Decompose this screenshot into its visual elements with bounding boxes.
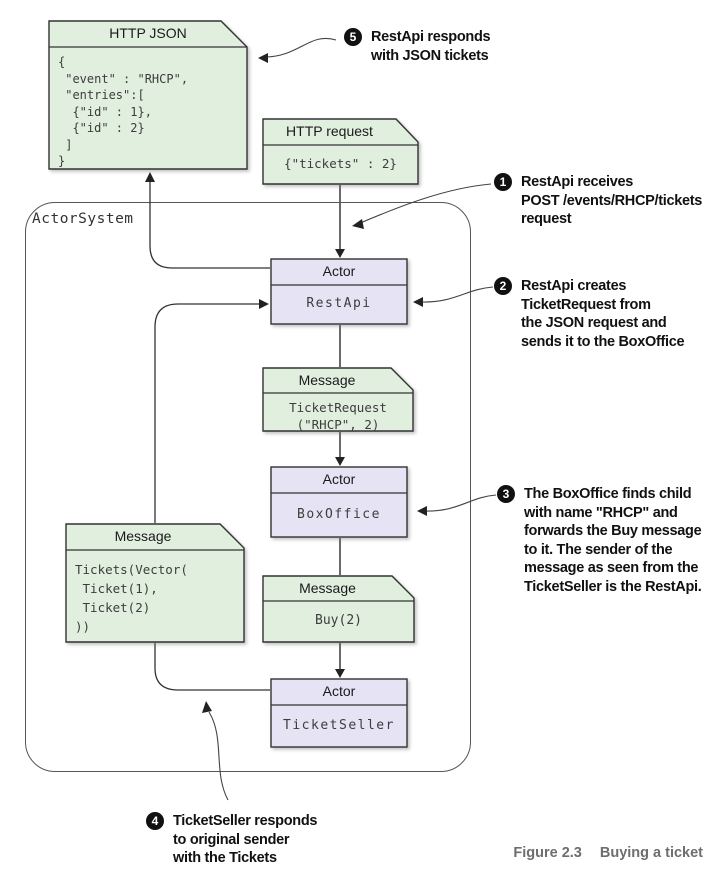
- ticketrequest-message-title: Message: [298, 372, 356, 388]
- actor-system-label: ActorSystem: [32, 211, 134, 227]
- restapi-actor-box: Actor RestApi: [270, 258, 408, 325]
- actor-shape: [270, 678, 408, 748]
- actor-shape: [270, 258, 408, 325]
- boxoffice-actor-box: Actor BoxOffice: [270, 466, 408, 538]
- annotation-4-text: TicketSeller responds to original sender…: [173, 813, 318, 866]
- annotation-1-text: RestApi receives POST /events/RHCP/ticke…: [521, 174, 703, 227]
- tickets-message-title: Message: [114, 528, 172, 544]
- arrowhead-into-httpjson: [145, 172, 155, 182]
- http-json-title: HTTP JSON: [109, 25, 187, 41]
- boxoffice-actor-name: BoxOffice: [297, 507, 381, 522]
- restapi-actor-name: RestApi: [306, 296, 372, 311]
- buy-message-body: Buy(2): [315, 613, 362, 628]
- annotation-2-text: RestApi creates TicketRequest from the J…: [521, 278, 685, 350]
- figure-caption-text: Buying a ticket: [599, 845, 703, 861]
- ticketseller-actor-name: TicketSeller: [283, 718, 395, 733]
- http-json-document: HTTP JSON { "event" : "RHCP", "entries":…: [48, 20, 248, 170]
- document-shape: [48, 20, 248, 170]
- annotation-1-number: 1: [494, 173, 512, 191]
- http-request-title: HTTP request: [286, 123, 373, 139]
- http-request-document: HTTP request {"tickets" : 2}: [262, 118, 419, 185]
- http-request-body: {"tickets" : 2}: [284, 156, 397, 171]
- boxoffice-actor-title: Actor: [322, 471, 356, 487]
- ticketrequest-message-box: Message TicketRequest ("RHCP", 2): [262, 367, 414, 432]
- ticketseller-actor-box: Actor TicketSeller: [270, 678, 408, 748]
- annotation-4-number: 4: [146, 812, 164, 830]
- annotation-5-number: 5: [344, 28, 362, 46]
- figure-caption-label: Figure 2.3: [513, 845, 582, 861]
- restapi-actor-title: Actor: [322, 263, 356, 279]
- tickets-message-box: Message Tickets(Vector( Ticket(1), Ticke…: [65, 523, 245, 643]
- figure-caption: Figure 2.3 Buying a ticket: [513, 845, 703, 861]
- annotation-2-number: 2: [494, 277, 512, 295]
- tickets-message-body: Tickets(Vector( Ticket(1), Ticket(2) )): [75, 562, 188, 634]
- message-shape: [65, 523, 245, 643]
- document-shape: [262, 118, 419, 185]
- annotation-5-text: RestApi responds with JSON tickets: [371, 29, 491, 64]
- buy-message-title: Message: [299, 580, 356, 596]
- annotation-3-number: 3: [497, 485, 515, 503]
- annotation-3-text: The BoxOffice finds child with name "RHC…: [524, 486, 702, 595]
- ticketseller-actor-title: Actor: [322, 683, 356, 699]
- message-shape: [262, 367, 414, 432]
- message-shape: [262, 575, 415, 643]
- ticketrequest-message-body: TicketRequest ("RHCP", 2): [289, 400, 387, 432]
- arrowhead-annotation-5: [258, 53, 268, 63]
- http-json-body: { "event" : "RHCP", "entries":[ {"id" : …: [58, 55, 189, 168]
- actor-shape: [270, 466, 408, 538]
- buy-message-box: Message Buy(2): [262, 575, 415, 643]
- leader-annotation-5: [265, 37, 337, 58]
